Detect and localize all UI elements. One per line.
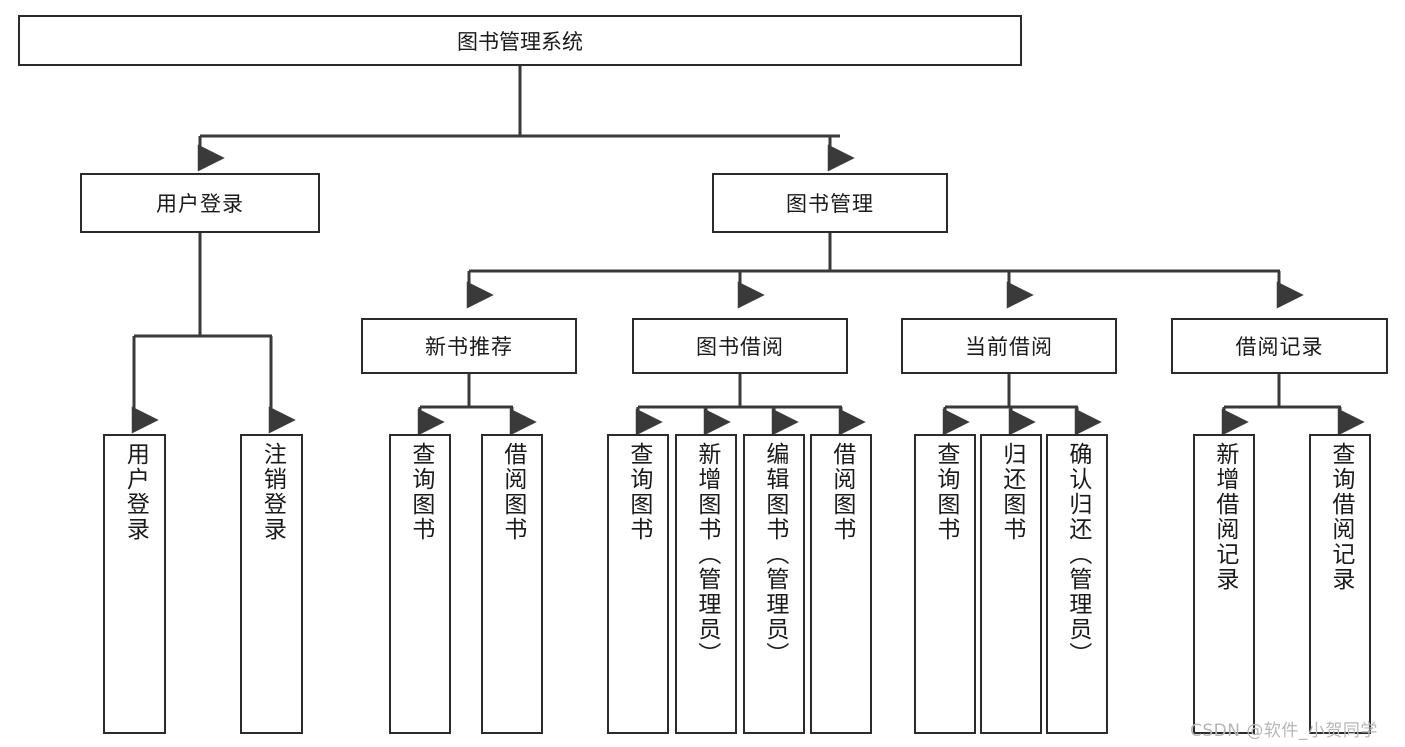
leaf-label: 查询图书: [407, 442, 434, 542]
leaf-label: 注销登录: [259, 442, 286, 542]
watermark: CSDN @软件_小贺同学: [1190, 721, 1378, 741]
leaf-user-login-logout[interactable]: 注销登录: [240, 434, 303, 734]
node-user-login[interactable]: 用户登录: [80, 173, 320, 233]
leaf-current-borrow-return[interactable]: 归还图书: [980, 434, 1042, 734]
node-root-label: 图书管理系统: [457, 29, 583, 54]
leaf-label: 确认归还（管理员）: [1064, 442, 1091, 667]
leaf-label: 查询图书: [932, 442, 959, 542]
leaf-label: 借阅图书: [499, 442, 526, 542]
node-borrow-record-label: 借阅记录: [1235, 335, 1324, 359]
node-root[interactable]: 图书管理系统: [18, 15, 1022, 66]
node-borrow-record[interactable]: 借阅记录: [1171, 318, 1388, 374]
leaf-new-book-query[interactable]: 查询图书: [389, 434, 451, 734]
node-new-book[interactable]: 新书推荐: [361, 318, 577, 374]
node-new-book-label: 新书推荐: [425, 335, 513, 359]
leaf-current-borrow-query[interactable]: 查询图书: [914, 434, 976, 734]
leaf-borrow-record-add[interactable]: 新增借阅记录: [1193, 434, 1255, 734]
leaf-label: 查询借阅记录: [1327, 442, 1354, 592]
leaf-book-borrow-add[interactable]: 新增图书（管理员）: [675, 434, 737, 734]
node-user-login-label: 用户登录: [156, 192, 244, 216]
leaf-new-book-borrow[interactable]: 借阅图书: [481, 434, 543, 734]
leaf-label: 新增借阅记录: [1211, 442, 1238, 592]
node-book-manage[interactable]: 图书管理: [712, 173, 948, 233]
node-book-manage-label: 图书管理: [786, 192, 874, 216]
leaf-user-login-login[interactable]: 用户登录: [103, 434, 166, 734]
leaf-label: 归还图书: [998, 442, 1025, 542]
leaf-current-borrow-confirm[interactable]: 确认归还（管理员）: [1046, 434, 1108, 734]
node-current-borrow[interactable]: 当前借阅: [901, 318, 1117, 374]
leaf-label: 用户登录: [122, 442, 149, 542]
leaf-book-borrow-query[interactable]: 查询图书: [607, 434, 669, 734]
node-book-borrow-label: 图书借阅: [696, 335, 784, 359]
node-current-borrow-label: 当前借阅: [965, 335, 1053, 359]
leaf-book-borrow-borrow[interactable]: 借阅图书: [810, 434, 872, 734]
leaf-borrow-record-query[interactable]: 查询借阅记录: [1309, 434, 1371, 734]
leaf-book-borrow-edit[interactable]: 编辑图书（管理员）: [743, 434, 805, 734]
leaf-label: 查询图书: [625, 442, 652, 542]
leaf-label: 编辑图书（管理员）: [761, 442, 788, 667]
leaf-label: 借阅图书: [828, 442, 855, 542]
node-book-borrow[interactable]: 图书借阅: [632, 318, 848, 374]
leaf-label: 新增图书（管理员）: [693, 442, 720, 667]
